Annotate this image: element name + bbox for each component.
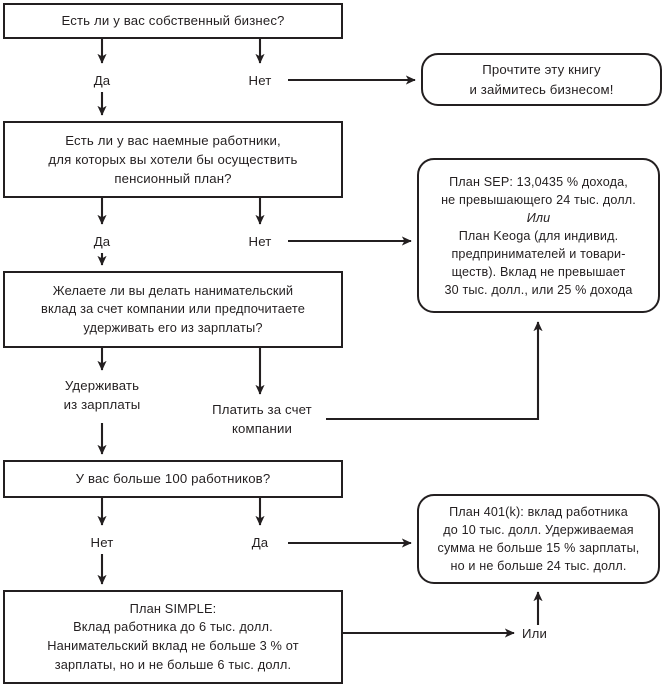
edge-label-q2-no: Нет [248, 234, 272, 249]
node-line: План Keoga (для индивид. [458, 228, 619, 243]
node-question-has-employees[interactable]: Есть ли у вас наемные работники, для кот… [3, 121, 343, 198]
node-line: ществ). Вклад не превышает [451, 264, 626, 279]
node-line: и займитесь бизнесом! [469, 81, 614, 97]
edge-label-pay-by-company: Платить за счет компании [212, 402, 312, 437]
node-question-own-business[interactable]: Есть ли у вас собственный бизнес? [3, 3, 343, 39]
node-line: вклад за счет компании или предпочитаете [41, 301, 305, 317]
edge-label-q2-yes: Да [93, 234, 111, 249]
node-outcome-401k[interactable]: План 401(k): вклад работника до 10 тыс. … [417, 494, 660, 584]
node-question-more-than-100-employees[interactable]: У вас больше 100 работников? [3, 460, 343, 498]
node-line: Вклад работника до 6 тыс. долл. [73, 619, 273, 635]
node-line: План 401(k): вклад работника [449, 504, 628, 519]
node-line: Нанимательский вклад не больше 3 % от [47, 638, 299, 653]
node-line: предпринимателей и товари- [451, 246, 626, 261]
node-line-or: Или [526, 210, 551, 225]
connector-pay-to-sep [326, 321, 543, 421]
node-line: 30 тыс. долл., или 25 % дохода [444, 282, 633, 297]
node-outcome-simple-plan[interactable]: План SIMPLE: Вклад работника до 6 тыс. д… [3, 590, 343, 684]
node-line: Есть ли у вас наемные работники, [65, 132, 281, 148]
node-line: У вас больше 100 работников? [75, 471, 271, 487]
edge-label-withhold-from-salary: Удерживать из зарплаты [63, 378, 141, 413]
node-outcome-sep-keogh[interactable]: План SEP: 13,0435 % дохода, не превышающ… [417, 158, 660, 313]
edge-label-q4-yes: Да [251, 535, 269, 550]
node-line: пенсионный план? [114, 171, 232, 187]
edge-label-or-junction: Или [522, 626, 547, 641]
edge-label-q1-no: Нет [248, 73, 272, 88]
node-line: до 10 тыс. долл. Удерживаемая [443, 522, 634, 537]
node-outcome-read-book[interactable]: Прочтите эту книгу и займитесь бизнесом! [421, 53, 662, 106]
edge-label-q4-no: Нет [90, 535, 114, 550]
edge-label-q1-yes: Да [93, 73, 111, 88]
node-line: но и не больше 24 тыс. долл. [450, 559, 627, 574]
node-line: удерживать его из зарплаты? [83, 319, 263, 335]
node-line: План SIMPLE: [129, 600, 217, 616]
node-line: для которых вы хотели бы осуществить [48, 151, 298, 167]
node-line: Есть ли у вас собственный бизнес? [61, 13, 285, 29]
node-line: Прочтите эту книгу [482, 62, 601, 78]
node-line: зарплаты, но и не больше 6 тыс. долл. [54, 656, 292, 672]
node-question-employer-contribution[interactable]: Желаете ли вы делать нанимательский вкла… [3, 271, 343, 348]
node-line: сумма не больше 15 % зарплаты, [437, 541, 640, 555]
node-line: Желаете ли вы делать нанимательский [52, 282, 294, 298]
node-line: не превышающего 24 тыс. долл. [441, 192, 636, 207]
node-line: План SEP: 13,0435 % дохода, [449, 174, 628, 189]
